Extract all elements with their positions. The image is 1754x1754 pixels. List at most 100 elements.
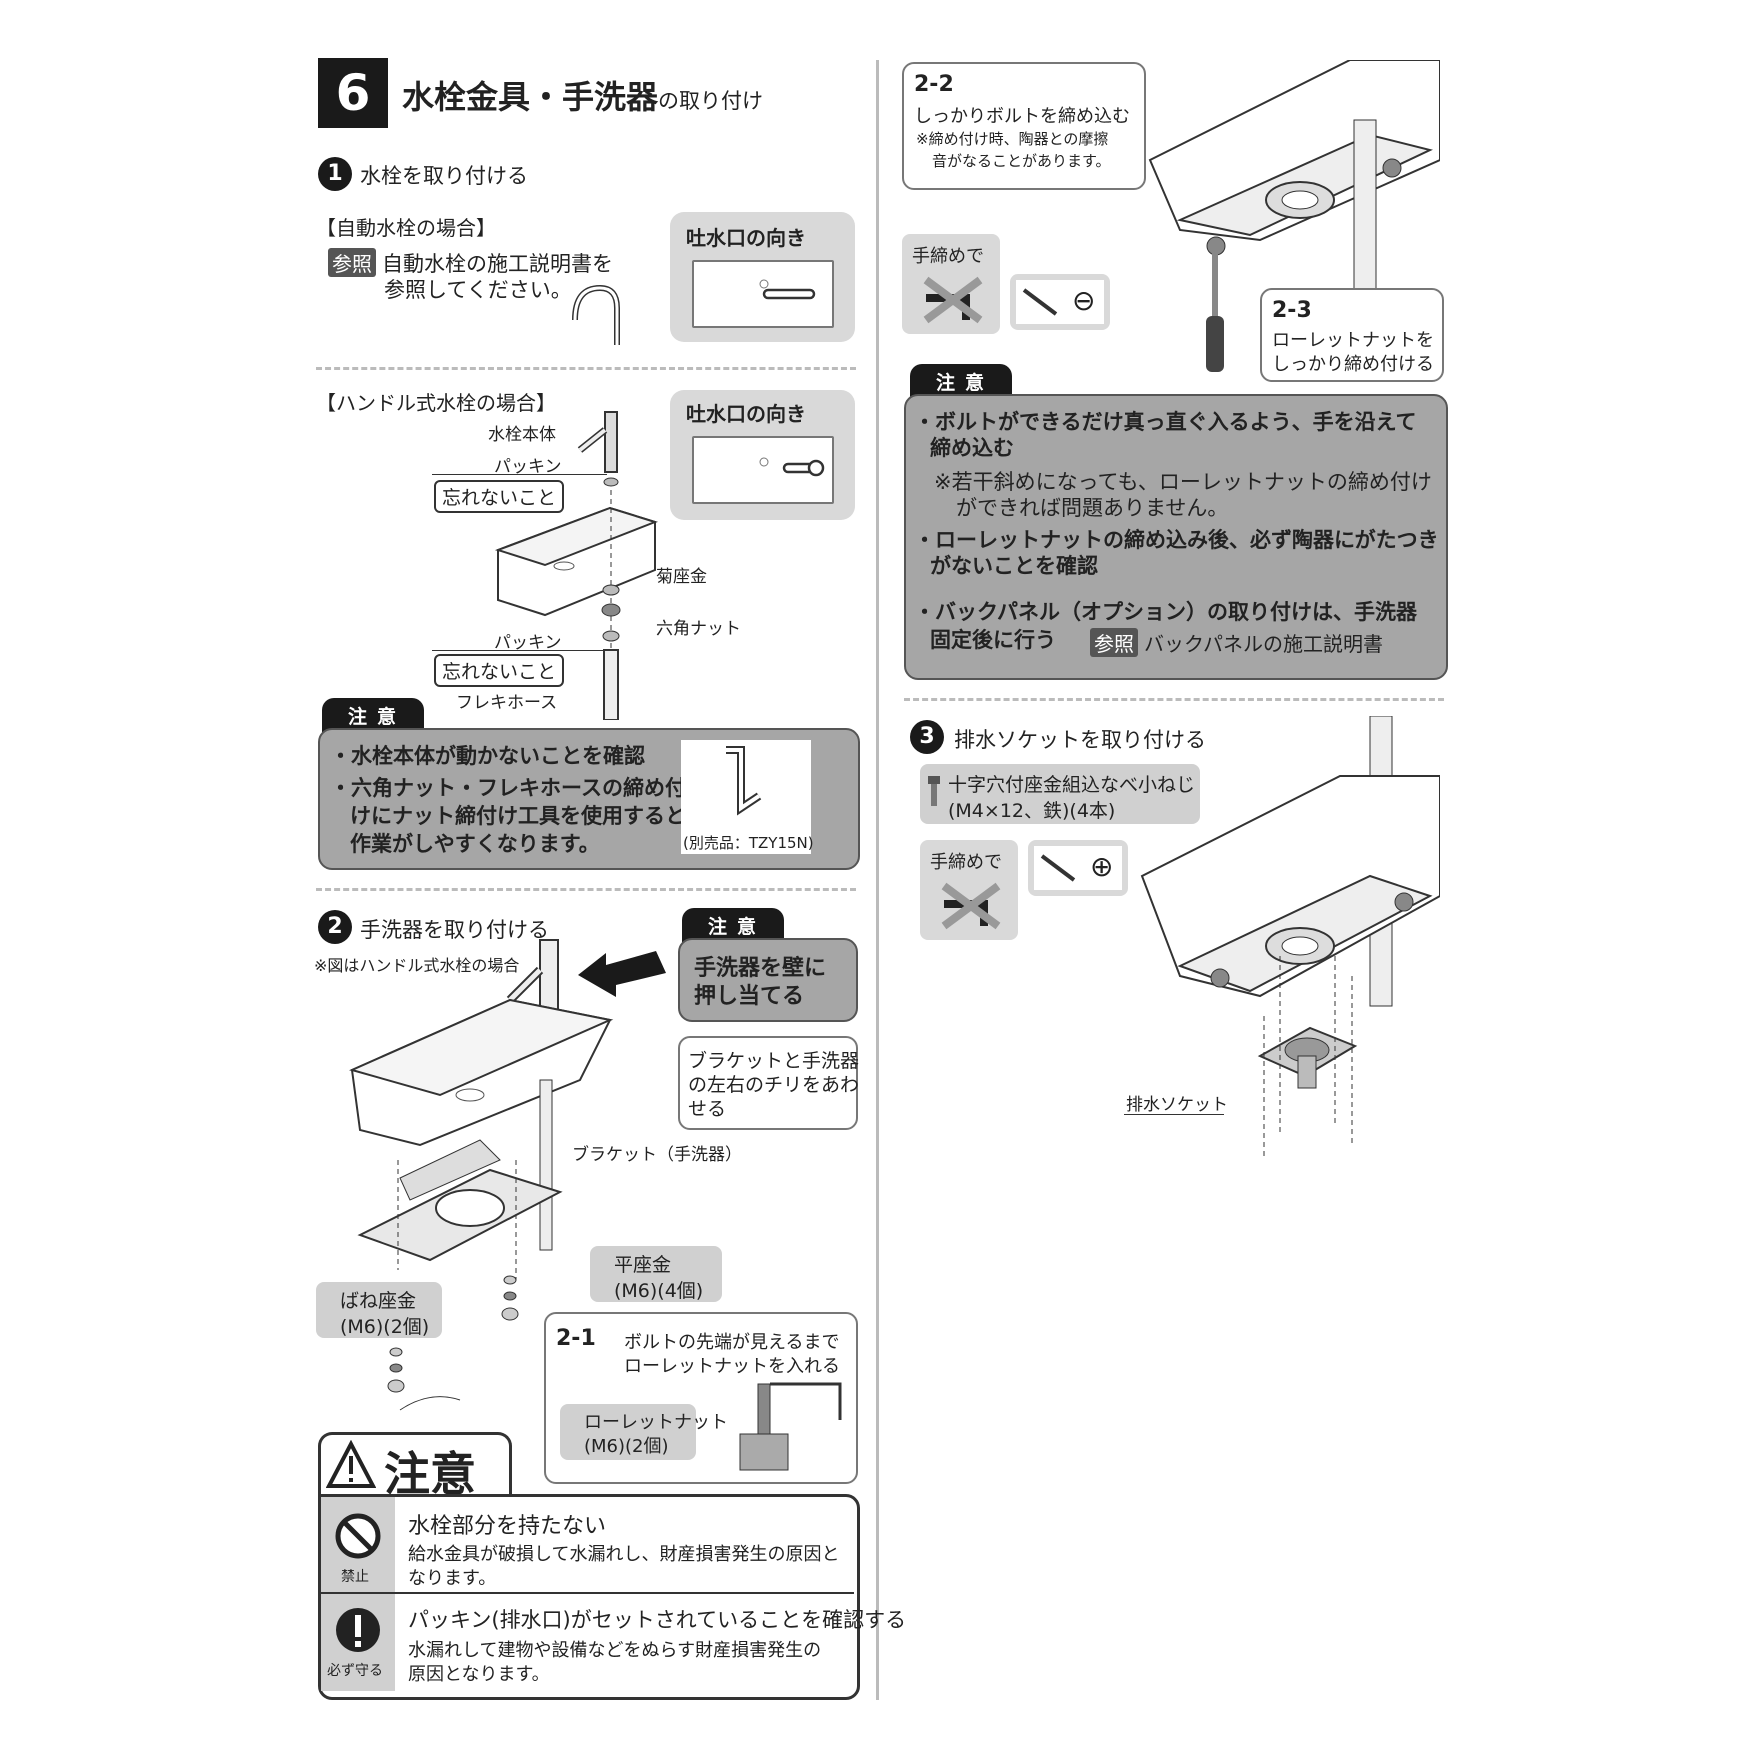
minus-screwdriver-icon — [1022, 288, 1058, 316]
leader-line — [432, 474, 607, 475]
substep-2-1-line2: ローレットナットを入れる — [624, 1356, 840, 1377]
caution-push-wall-box — [678, 938, 858, 1022]
flat-washer-line2: (M6)(4個) — [614, 1280, 704, 1302]
caution-b3-ref: 参照バックパネルの施工説明書 — [1090, 628, 1383, 657]
caution-push-wall-line1: 手洗器を壁に — [694, 956, 827, 981]
label-packing-lower: パッキン — [494, 633, 562, 653]
caution-step1-line3: けにナット締付け工具を使用すると — [350, 804, 686, 828]
substep-2-2-line2: ※締め付け時、陶器との摩擦 — [916, 130, 1109, 148]
prohibited-icon — [335, 1513, 381, 1559]
push-arrow-icon — [578, 951, 666, 997]
screw-label-box — [920, 764, 1200, 824]
alignment-note-line3: せる — [688, 1098, 727, 1120]
plus-driver-inner: ⊕ — [1034, 846, 1122, 890]
divider-dashed — [316, 367, 856, 370]
plus-driver-box: ⊕ — [1028, 840, 1128, 896]
leader-line — [432, 650, 607, 651]
minus-symbol: ⊖ — [1072, 284, 1096, 317]
alignment-note-box — [678, 1036, 858, 1130]
auto-faucet-illustration — [572, 284, 620, 345]
hand-tighten-label-step3: 手締めで — [930, 852, 1002, 873]
hand-tighten-label-step2: 手締めで — [912, 246, 984, 267]
step1-number: 1 — [318, 157, 352, 191]
label-bracket: ブラケット（手洗器） — [572, 1145, 742, 1165]
spout-direction-title-handle: 吐水口の向き — [686, 402, 806, 426]
ref-badge: 参照 — [328, 248, 376, 277]
spout-basin-top-view-auto — [692, 260, 834, 328]
knurled-nut-label-box — [560, 1404, 696, 1460]
handle-faucet-heading: 【ハンドル式水栓の場合】 — [316, 391, 556, 415]
label-drain-socket: 排水ソケット — [1126, 1095, 1228, 1115]
leader-line — [1124, 1114, 1224, 1115]
nut-wrench-illustration — [726, 746, 762, 816]
caution-b2-line2: がないことを確認 — [930, 554, 1098, 578]
hand-tighten-box-step2 — [902, 234, 1000, 334]
caution-tab-step1: 注意 — [322, 698, 425, 733]
substep-2-2-label: 2-2 — [914, 72, 954, 97]
prohibited-icon-label: 禁止 — [341, 1569, 369, 1585]
substep-2-2-line3: 音がなることがあります。 — [932, 152, 1111, 170]
screw-icon — [928, 776, 940, 806]
spring-washer-line2: (M6)(2個) — [340, 1316, 430, 1338]
auto-faucet-ref: 参照自動水栓の施工説明書を — [328, 248, 613, 278]
caution-step1-line2: ・六角ナット・フレキホースの締め付 — [330, 776, 686, 800]
step3-title: 排水ソケットを取り付ける — [954, 728, 1206, 752]
knurled-nut-line1: ローレットナット — [584, 1412, 728, 1433]
warning-item1-line1: 給水金具が破損して水漏れし、財産損害発生の原因と — [408, 1544, 840, 1565]
warning-item2-line1: 水漏れして建物や設備などをぬらす財産損害発生の — [408, 1640, 822, 1661]
substep-2-3-line1: ローレットナットを — [1272, 330, 1434, 351]
warning-box — [318, 1494, 860, 1700]
minus-driver-box: ⊖ — [1010, 274, 1110, 330]
caution-step1-line4: 作業がしやすくなります。 — [350, 832, 600, 856]
no-power-tool-icon-step3 — [941, 882, 1001, 930]
no-power-tool-icon — [923, 276, 983, 324]
spring-washer-line1: ばね座金 — [340, 1290, 417, 1312]
plus-symbol: ⊕ — [1090, 850, 1114, 883]
caution-n1-line2: ができれば問題ありません。 — [956, 496, 1229, 520]
caution-step1-line1: ・水栓本体が動かないことを確認 — [330, 744, 645, 768]
hand-basin-bracket-illustration — [349, 939, 614, 1280]
forget-reminder-upper: 忘れないこと — [434, 480, 565, 513]
caution-b2-line1: ・ローレットナットの締め込み後、必ず陶器にがたつき — [914, 528, 1439, 552]
knurled-nut-illustration — [739, 1382, 842, 1471]
warning-item2-line2: 原因となります。 — [408, 1664, 550, 1685]
label-hex-nut: 六角ナット — [656, 619, 741, 639]
washer-stack-illustration — [387, 1275, 519, 1411]
section-number-badge: 6 — [318, 58, 388, 128]
hand-tighten-box-step3 — [920, 840, 1018, 940]
forget-reminder-lower: 忘れないこと — [434, 654, 565, 687]
knurled-nut-line2: (M6)(2個) — [584, 1436, 669, 1457]
drain-socket-illustration — [1140, 716, 1440, 1156]
caution-n1-line1: ※若干斜めになっても、ローレットナットの締め付け — [934, 470, 1432, 494]
auto-faucet-ref-line2: 参照してください。 — [384, 278, 572, 302]
mandatory-icon-label: 必ず守る — [327, 1663, 383, 1679]
substep-2-1-line1: ボルトの先端が見えるまで — [624, 1332, 840, 1353]
label-flexible-hose: フレキホース — [456, 693, 558, 713]
nut-tool-panel: (別売品：TZY15N) — [681, 740, 814, 854]
caution-b1-line1: ・ボルトができるだけ真っ直ぐ入るよう、手を沿えて — [914, 410, 1417, 434]
flat-washer-label-box — [590, 1246, 722, 1302]
mandatory-icon — [336, 1608, 380, 1652]
handle-faucet-exploded-diagram — [494, 411, 659, 720]
substep-2-3-label: 2-3 — [1272, 298, 1312, 323]
substep-2-1-label: 2-1 — [556, 1326, 596, 1351]
step2-number: 2 — [318, 910, 352, 944]
alignment-note-line1: ブラケットと手洗器 — [688, 1050, 860, 1072]
plus-screwdriver-icon — [1040, 854, 1076, 882]
basin-underside-illustration-step2 — [1148, 60, 1440, 351]
warning-triangle-icon — [326, 1440, 376, 1488]
warning-item1-title: 水栓部分を持たない — [408, 1514, 607, 1539]
spout-direction-title-auto: 吐水口の向き — [686, 226, 806, 250]
section-title: 水栓金具・手洗器の取り付け — [402, 78, 764, 116]
spout-basin-top-view-handle — [692, 436, 834, 504]
substep-2-3-line2: しっかり締め付ける — [1272, 354, 1434, 375]
step2-title: 手洗器を取り付ける — [360, 918, 549, 942]
label-star-washer: 菊座金 — [656, 567, 707, 587]
label-faucet-body: 水栓本体 — [488, 425, 556, 445]
divider-dashed — [904, 698, 1444, 701]
caution-b3-line1: ・バックパネル（オプション）の取り付けは、手洗器 — [914, 600, 1417, 624]
nut-tool-label: (別売品：TZY15N) — [683, 834, 814, 852]
caution-b1-line2: 締め込む — [930, 436, 1014, 460]
alignment-note-line2: の左右のチリをあわ — [688, 1074, 860, 1096]
substep-2-2-line1: しっかりボルトを締め込む — [914, 106, 1130, 127]
